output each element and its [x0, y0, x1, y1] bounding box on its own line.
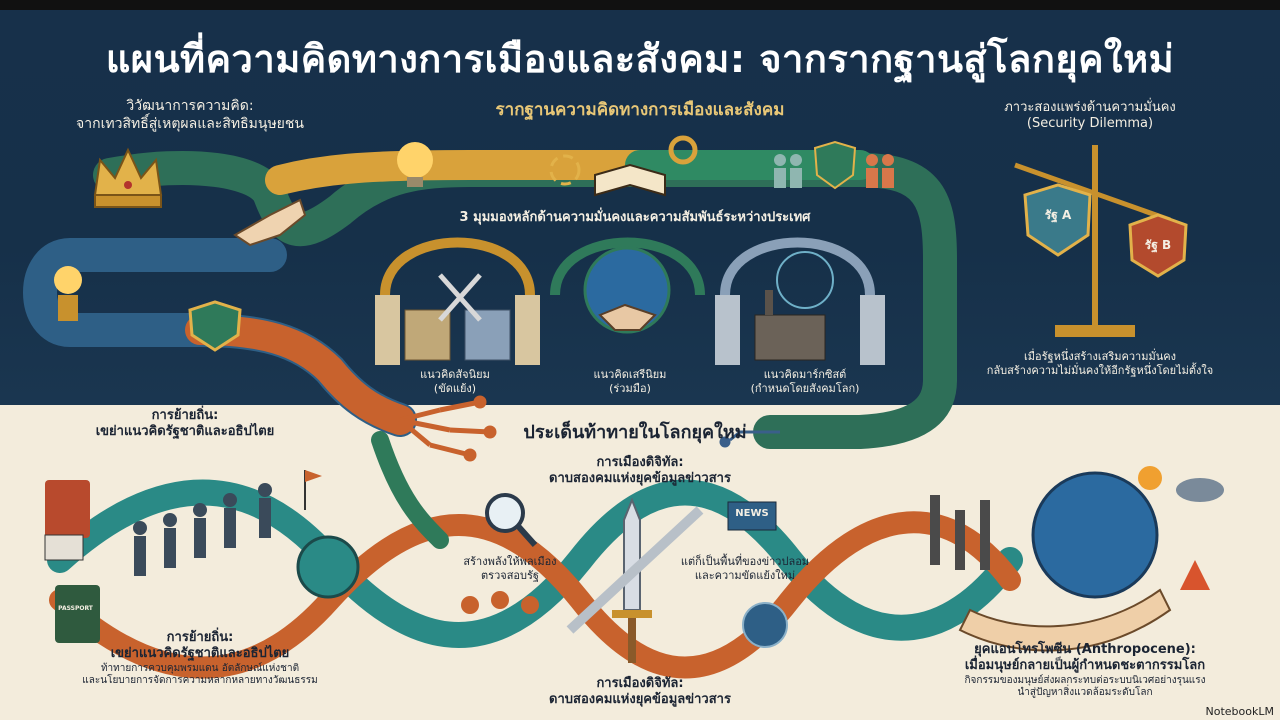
dilemma-desc-2: กลับสร้างความไม่มั่นคงให้อีกรัฐหนึ่งโดยไ… — [986, 363, 1214, 377]
people-group-icon — [866, 154, 894, 188]
recycle-arrows-icon — [549, 154, 581, 186]
perspective-sub: (ขัดแย้ง) — [433, 381, 477, 395]
migration-title: การย้ายถิ่น: — [151, 408, 219, 423]
challenges-title: ประเด็นท้าทายในโลกยุคใหม่ — [523, 422, 747, 443]
shield-icon — [813, 140, 857, 190]
anthropocene-desc-1: กิจกรรมของมนุษย์ส่งผลกระทบต่อระบบนิเวศอย… — [964, 674, 1206, 686]
news-label: NEWS — [735, 508, 769, 519]
digital-left-1: สร้างพลังให้พลเมือง — [463, 555, 557, 568]
perspectives-title: 3 มุมมองหลักด้านความมั่นคงและความสัมพันธ… — [459, 210, 811, 225]
passport-icon — [45, 480, 100, 643]
migration-title: การย้ายถิ่น: — [166, 630, 234, 645]
gear-icon — [668, 135, 698, 165]
arch-realism — [375, 237, 540, 365]
crossed-swords-icon — [438, 273, 482, 322]
dilemma-description: เมื่อรัฐหนึ่งสร้างเสริมความมั่นคง กลับสร… — [975, 350, 1225, 378]
crown-icon — [93, 147, 163, 208]
migration-desc-2: และนโยบายการจัดการความหลากหลายทางวัฒนธรร… — [82, 675, 318, 686]
evolution-subtitle: จากเทวสิทธิ์สู่เหตุผลและสิทธิมนุษยชน — [76, 115, 304, 132]
evolution-heading: วิวัฒนาการความคิด: จากเทวสิทธิ์สู่เหตุผล… — [60, 98, 320, 133]
pointing-hand-icon — [233, 198, 307, 247]
migration-heading-top: การย้ายถิ่น: เขย่าแนวคิดรัฐชาติและอธิปไต… — [65, 408, 305, 441]
state-a-label: รัฐ A — [1044, 208, 1072, 222]
factory-icon — [754, 290, 826, 361]
magnifier-icon — [485, 493, 538, 548]
wildfire-icon — [1180, 560, 1210, 590]
goal-flag-icon — [304, 470, 322, 510]
state-b-label: รัฐ B — [1144, 238, 1172, 252]
circuit-trail — [719, 430, 780, 448]
shield-state-a — [1023, 183, 1092, 257]
people-icon — [774, 154, 802, 188]
migration-desc-1: ท้าทายการควบคุมพรมแดน อัตลักษณ์แห่งชาติ — [100, 662, 300, 674]
top-bar — [0, 0, 1280, 10]
foundation-title: รากฐานความคิดทางการเมืองและสังคม — [495, 100, 785, 120]
sun-icon — [1138, 466, 1162, 490]
flag-icon — [44, 534, 84, 561]
anthropocene-section: ยุคแอนโทรโพซีน (Anthropocene): เมื่อมนุษ… — [925, 642, 1245, 700]
perspective-name: แนวคิดเสรีนิยม — [593, 368, 667, 381]
arch-marxism — [715, 237, 885, 365]
anthropocene-title: ยุคแอนโทรโพซีน (Anthropocene): — [974, 642, 1196, 657]
migrants-icon — [133, 483, 272, 576]
digital-title: การเมืองดิจิทัล: — [596, 455, 684, 470]
perspective-realism: แนวคิดสัจนิยม (ขัดแย้ง) — [395, 368, 515, 396]
digital-subtitle: ดาบสองคมแห่งยุคข้อมูลข่าวสาร — [549, 692, 731, 708]
digital-right-2: และความขัดแย้งใหม่ — [694, 568, 796, 582]
challenges-ribbon — [47, 431, 1023, 679]
digital-heading-bottom: การเมืองดิจิทัล: ดาบสองคมแห่งยุคข้อมูลข่… — [530, 676, 750, 709]
perspective-sub: (ร่วมมือ) — [609, 381, 651, 395]
digital-heading-top: การเมืองดิจิทัล: ดาบสองคมแห่งยุคข้อมูลข่… — [530, 455, 750, 488]
anthropocene-subtitle: เมื่อมนุษย์กลายเป็นผู้กำหนดชะตากรรมโลก — [964, 658, 1206, 674]
lightbulb-icon — [397, 142, 433, 187]
hand-holding-earth-icon — [958, 588, 1172, 652]
storm-cloud-icon — [1176, 478, 1224, 502]
digital-left-2: ตรวจสอบรัฐ — [481, 568, 539, 582]
migration-subtitle: เขย่าแนวคิดรัฐชาติและอธิปไตย — [95, 424, 275, 440]
citizens-icon — [461, 591, 539, 614]
arch-liberalism — [550, 237, 705, 334]
dilemma-title: ภาวะสองแพร่งด้านความมั่นคง — [1004, 100, 1176, 115]
lamp-icon — [54, 266, 82, 321]
factory-smoke-icon — [930, 495, 990, 570]
root-branches — [398, 395, 497, 462]
news-screen-icon — [727, 501, 777, 531]
migration-subtitle: เขย่าแนวคิดรัฐชาติและอธิปไตย — [110, 646, 290, 662]
dilemma-subtitle: (Security Dilemma) — [1026, 116, 1154, 132]
migration-section-bottom: การย้ายถิ่น: เขย่าแนวคิดรัฐชาติและอธิปไต… — [40, 630, 360, 688]
page-title: แผนที่ความคิดทางการเมืองและสังคม: จากราก… — [105, 37, 1175, 81]
digital-subtitle: ดาบสองคมแห่งยุคข้อมูลข่าวสาร — [549, 471, 731, 487]
evolution-title: วิวัฒนาการความคิด: — [126, 98, 254, 114]
anthropocene-desc-2: นำสู่ปัญหาสิ่งแวดล้อมระดับโลก — [1017, 687, 1153, 698]
watermark: NotebookLM — [1205, 705, 1274, 718]
perspective-liberalism: แนวคิดเสรีนิยม (ร่วมมือ) — [570, 368, 690, 396]
globe-network-icon — [776, 251, 834, 309]
digital-risk-note: แต่ก็เป็นพื้นที่ของข่าวปลอม และความขัดแย… — [665, 555, 825, 583]
shield-state-b — [1128, 213, 1188, 278]
passport-label: PASSPORT — [58, 605, 93, 612]
handshake-icon — [598, 303, 657, 331]
perspective-name: แนวคิดมาร์กซิสต์ — [763, 368, 847, 381]
dilemma-desc-1: เมื่อรัฐหนึ่งสร้างเสริมความมั่นคง — [1023, 350, 1176, 363]
digital-right-1: แต่ก็เป็นพื้นที่ของข่าวปลอม — [680, 555, 810, 568]
digital-empowerment-note: สร้างพลังให้พลเมือง ตรวจสอบรัฐ — [450, 555, 570, 583]
dilemma-heading: ภาวะสองแพร่งด้านความมั่นคง (Security Dil… — [975, 100, 1205, 133]
book-icon — [594, 163, 666, 197]
perspective-name: แนวคิดสัจนิยม — [420, 368, 490, 381]
globe-icon — [296, 535, 360, 599]
earth-icon — [1031, 471, 1159, 599]
digital-title: การเมืองดิจิทัล: — [596, 676, 684, 691]
perspective-sub: (กำหนดโดยสังคมโลก) — [750, 381, 860, 395]
network-globe-icon — [742, 602, 788, 648]
shield-emblem-icon — [188, 300, 242, 352]
scale-icon — [1014, 145, 1171, 337]
double-edged-sword-icon — [566, 497, 704, 663]
perspective-marxism: แนวคิดมาร์กซิสต์ (กำหนดโดยสังคมโลก) — [730, 368, 880, 396]
